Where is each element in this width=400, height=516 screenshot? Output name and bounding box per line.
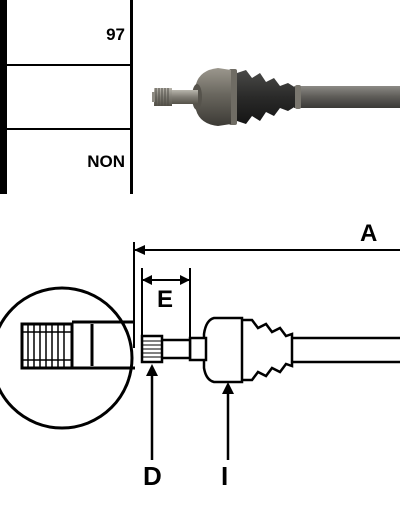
table-column-divider: [130, 0, 133, 194]
drawing-lines: [0, 242, 400, 460]
table-row-divider: [7, 128, 130, 130]
dimension-line-a: [133, 242, 400, 348]
section-divider: [0, 194, 400, 208]
table-row-divider: [7, 64, 130, 66]
drive-shaft-photo: [152, 68, 400, 126]
label-spline-length: E: [157, 286, 174, 313]
spec-table: 97 NON: [0, 0, 400, 194]
spline-teeth: [142, 340, 162, 358]
spec-value-row-1: 97: [106, 25, 125, 44]
spline-detail-circle: [0, 286, 135, 430]
label-overall-length: A: [360, 220, 378, 247]
label-inner-joint: I: [221, 461, 229, 491]
label-spline-end: D: [143, 461, 162, 491]
dimension-line-e: [141, 268, 191, 344]
table-left-border: [0, 0, 7, 194]
dimension-drawing: A E D I: [0, 208, 400, 516]
shaft-outline: [140, 316, 400, 384]
leader-i: [222, 382, 234, 460]
leader-d: [146, 364, 158, 460]
spec-value-row-3: NON: [87, 152, 125, 171]
